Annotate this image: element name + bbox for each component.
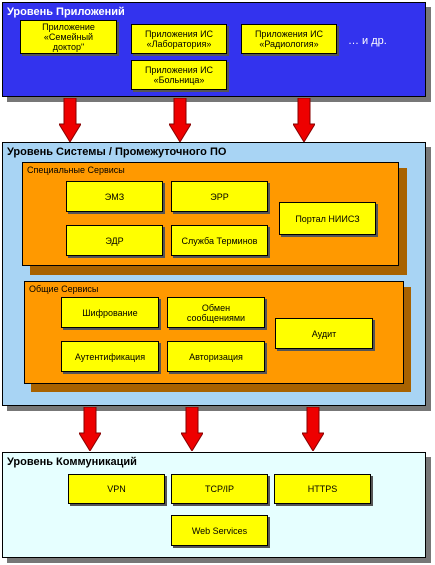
arrow-down-icon [169, 98, 191, 142]
encryption-box: Шифрование [61, 297, 159, 328]
niisz-portal-box: Портал НИИСЗ [279, 202, 376, 235]
radiology-app-box: Приложения ИС «Радиология» [241, 24, 337, 54]
https-box: HTTPS [274, 474, 371, 504]
arrow-down-icon [293, 98, 315, 142]
family-doctor-line3: доктор" [52, 42, 85, 52]
https-label: HTTPS [307, 484, 338, 494]
audit-label: Аудит [311, 328, 337, 339]
laboratory-app-box: Приложения ИС «Лаборатория» [131, 24, 227, 54]
edr-box: ЭДР [66, 225, 163, 256]
web-services-box: Web Services [171, 515, 268, 546]
authorization-label: Авторизация [189, 351, 243, 362]
authentication-box: Аутентификация [61, 341, 159, 372]
authentication-label: Аутентификация [74, 351, 146, 362]
terminology-service-box: Служба Терминов [171, 225, 268, 256]
arrow-down-icon [79, 407, 101, 451]
edr-label: ЭДР [105, 235, 124, 246]
arrow-down-icon [302, 407, 324, 451]
web-services-label: Web Services [191, 525, 248, 536]
application-layer-title: Уровень Приложений [7, 6, 125, 18]
family-doctor-line2: «Семейный [43, 32, 94, 42]
messaging-line2: сообщениями [186, 312, 246, 323]
arrow-down-icon [181, 407, 203, 451]
niisz-portal-label: Портал НИИСЗ [295, 213, 360, 224]
emz-box: ЭМЗ [66, 181, 163, 212]
messaging-box: Обмен сообщениями [167, 297, 265, 328]
special-services-shadow [398, 168, 407, 275]
arrow-down-icon [59, 98, 81, 142]
special-services-shadow-bottom [30, 266, 407, 275]
vpn-label: VPN [107, 484, 126, 494]
common-services-title: Общие Сервисы [29, 284, 99, 294]
messaging-line1: Обмен [201, 302, 231, 313]
emz-label: ЭМЗ [104, 191, 125, 202]
common-services-shadow-bottom [31, 384, 411, 392]
special-services-title: Специальные Сервисы [27, 165, 125, 175]
terminology-service-label: Служба Терминов [181, 235, 258, 246]
tcp-ip-box: TCP/IP [171, 474, 268, 504]
tcp-ip-label: TCP/IP [204, 484, 234, 494]
system-layer-title: Уровень Системы / Промежуточного ПО [7, 146, 227, 158]
communication-layer-title: Уровень Коммуникаций [7, 456, 137, 468]
err-box: ЭРР [171, 181, 268, 212]
encryption-label: Шифрование [82, 307, 138, 318]
hospital-app-box: Приложения ИС «Больница» [131, 60, 227, 90]
radiology-line2: «Радиология» [259, 39, 319, 49]
audit-box: Аудит [275, 318, 373, 349]
laboratory-line1: Приложения ИС [144, 29, 214, 39]
authorization-box: Авторизация [167, 341, 265, 372]
laboratory-line2: «Лаборатория» [146, 39, 212, 49]
family-doctor-app-box: Приложение «Семейный доктор" [20, 20, 117, 54]
etc-label: … и др. [348, 35, 387, 47]
vpn-box: VPN [68, 474, 165, 504]
err-label: ЭРР [210, 191, 229, 202]
radiology-line1: Приложения ИС [254, 29, 324, 39]
hospital-line2: «Больница» [153, 75, 205, 85]
family-doctor-line1: Приложение [42, 22, 95, 32]
hospital-line1: Приложения ИС [144, 65, 214, 75]
common-services-shadow [403, 287, 411, 392]
